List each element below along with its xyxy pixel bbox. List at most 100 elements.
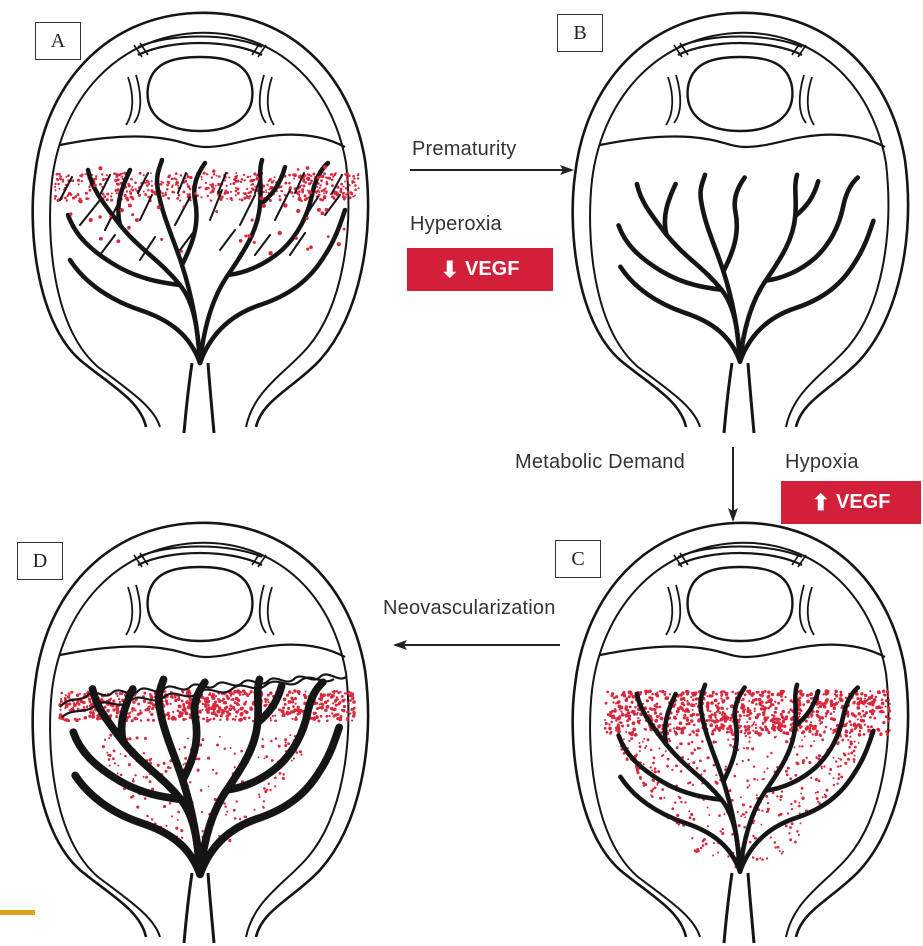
vegf-dot <box>309 245 313 249</box>
vegf-dot <box>746 709 750 713</box>
vegf-dot <box>143 700 146 703</box>
vegf-dot <box>337 242 341 246</box>
vegf-dot <box>825 726 827 728</box>
vegf-dot <box>859 724 862 727</box>
vegf-dot <box>295 716 297 718</box>
vegf-dot <box>625 716 627 718</box>
vegf-dot <box>182 718 185 721</box>
vegf-dot <box>246 195 248 197</box>
vegf-dot <box>95 175 97 177</box>
vegf-dot <box>175 172 178 175</box>
vegf-dot <box>241 178 244 181</box>
vegf-dot <box>293 689 297 693</box>
vegf-dot <box>163 805 166 808</box>
vegf-dot <box>686 692 689 695</box>
vegf-dot <box>623 738 625 740</box>
vegf-dot <box>267 694 270 697</box>
vegf-dot <box>289 734 291 736</box>
vegf-dot <box>149 780 152 783</box>
vegf-dot <box>607 713 610 716</box>
vegf-dot <box>755 837 757 839</box>
vegf-dot <box>744 816 746 818</box>
vegf-dot <box>639 776 642 779</box>
vegf-dot <box>104 739 106 741</box>
vegf-dot <box>703 770 706 773</box>
vegf-dot <box>707 825 709 827</box>
vegf-dot <box>844 734 846 736</box>
vegf-dot <box>54 195 57 198</box>
vegf-dot <box>789 838 792 841</box>
vegf-dot <box>773 841 776 844</box>
vegf-dot <box>306 177 310 181</box>
vegf-dot <box>703 698 705 700</box>
vegf-dot <box>54 183 56 185</box>
vegf-dot <box>833 707 836 710</box>
vegf-dot <box>292 692 294 694</box>
vegf-dot <box>308 174 311 177</box>
vegf-dot <box>860 716 862 718</box>
vegf-dot <box>609 711 612 714</box>
vegf-dot <box>680 728 683 731</box>
vegf-dot <box>308 190 312 194</box>
vegf-dot <box>137 713 140 716</box>
vegf-dot <box>806 694 809 697</box>
vegf-dot <box>614 708 617 711</box>
vegf-dot <box>863 700 866 703</box>
vegf-dot <box>226 718 229 721</box>
vegf-dot <box>295 237 298 240</box>
vegf-dot <box>709 710 711 712</box>
vegf-dot <box>279 772 282 775</box>
vegf-dot <box>711 732 715 736</box>
vegf-dot <box>321 703 324 706</box>
vegf-dot <box>853 758 856 761</box>
vegf-dot <box>282 773 285 776</box>
vegf-dot <box>754 710 756 712</box>
vegf-dot <box>131 186 133 188</box>
vegf-dot <box>617 717 621 721</box>
vegf-dot <box>56 173 59 176</box>
vegf-dot <box>691 741 694 744</box>
eye-c <box>573 523 908 943</box>
vegf-dot <box>215 210 218 213</box>
vegf-dot <box>125 755 127 757</box>
vegf-dot <box>290 710 293 713</box>
vegf-dot <box>265 191 267 193</box>
vegf-dot <box>285 741 287 743</box>
vegf-dot <box>150 713 153 716</box>
vegf-dot <box>864 698 866 700</box>
vegf-dot <box>760 707 763 710</box>
vegf-dot <box>800 822 802 824</box>
vegf-dot <box>745 811 748 814</box>
vegf-dot <box>239 239 243 243</box>
vegf-dot <box>182 708 185 711</box>
vegf-dot <box>144 737 147 740</box>
vegf-dot <box>164 770 167 773</box>
vegf-dot <box>325 193 327 195</box>
vegf-dot <box>784 696 786 698</box>
vegf-dot <box>187 193 189 195</box>
vegf-dot <box>889 703 891 705</box>
vegf-dot <box>146 708 150 712</box>
vegf-dot <box>823 705 827 709</box>
vegf-dot <box>202 703 205 706</box>
vegf-dot <box>171 178 174 181</box>
vegf-dot <box>756 858 759 861</box>
vegf-dot <box>178 705 182 709</box>
vegf-dot <box>346 717 349 720</box>
vegf-dot <box>202 717 205 720</box>
vegf-dot <box>189 188 192 191</box>
vegf-dot <box>872 701 875 704</box>
vegf-dot <box>342 192 345 195</box>
vegf-dot <box>705 843 708 846</box>
vegf-dot <box>648 689 652 693</box>
vegf-dot <box>354 184 357 187</box>
vegf-dot <box>310 175 312 177</box>
vegf-dot <box>709 723 713 727</box>
vegf-increase-label: VEGF <box>836 491 890 514</box>
vegf-dot <box>65 694 67 696</box>
vegf-dot <box>776 795 778 797</box>
vegf-dot <box>834 690 838 694</box>
vegf-dot <box>759 857 761 859</box>
vegf-dot <box>809 724 812 727</box>
vegf-dot <box>266 698 269 701</box>
